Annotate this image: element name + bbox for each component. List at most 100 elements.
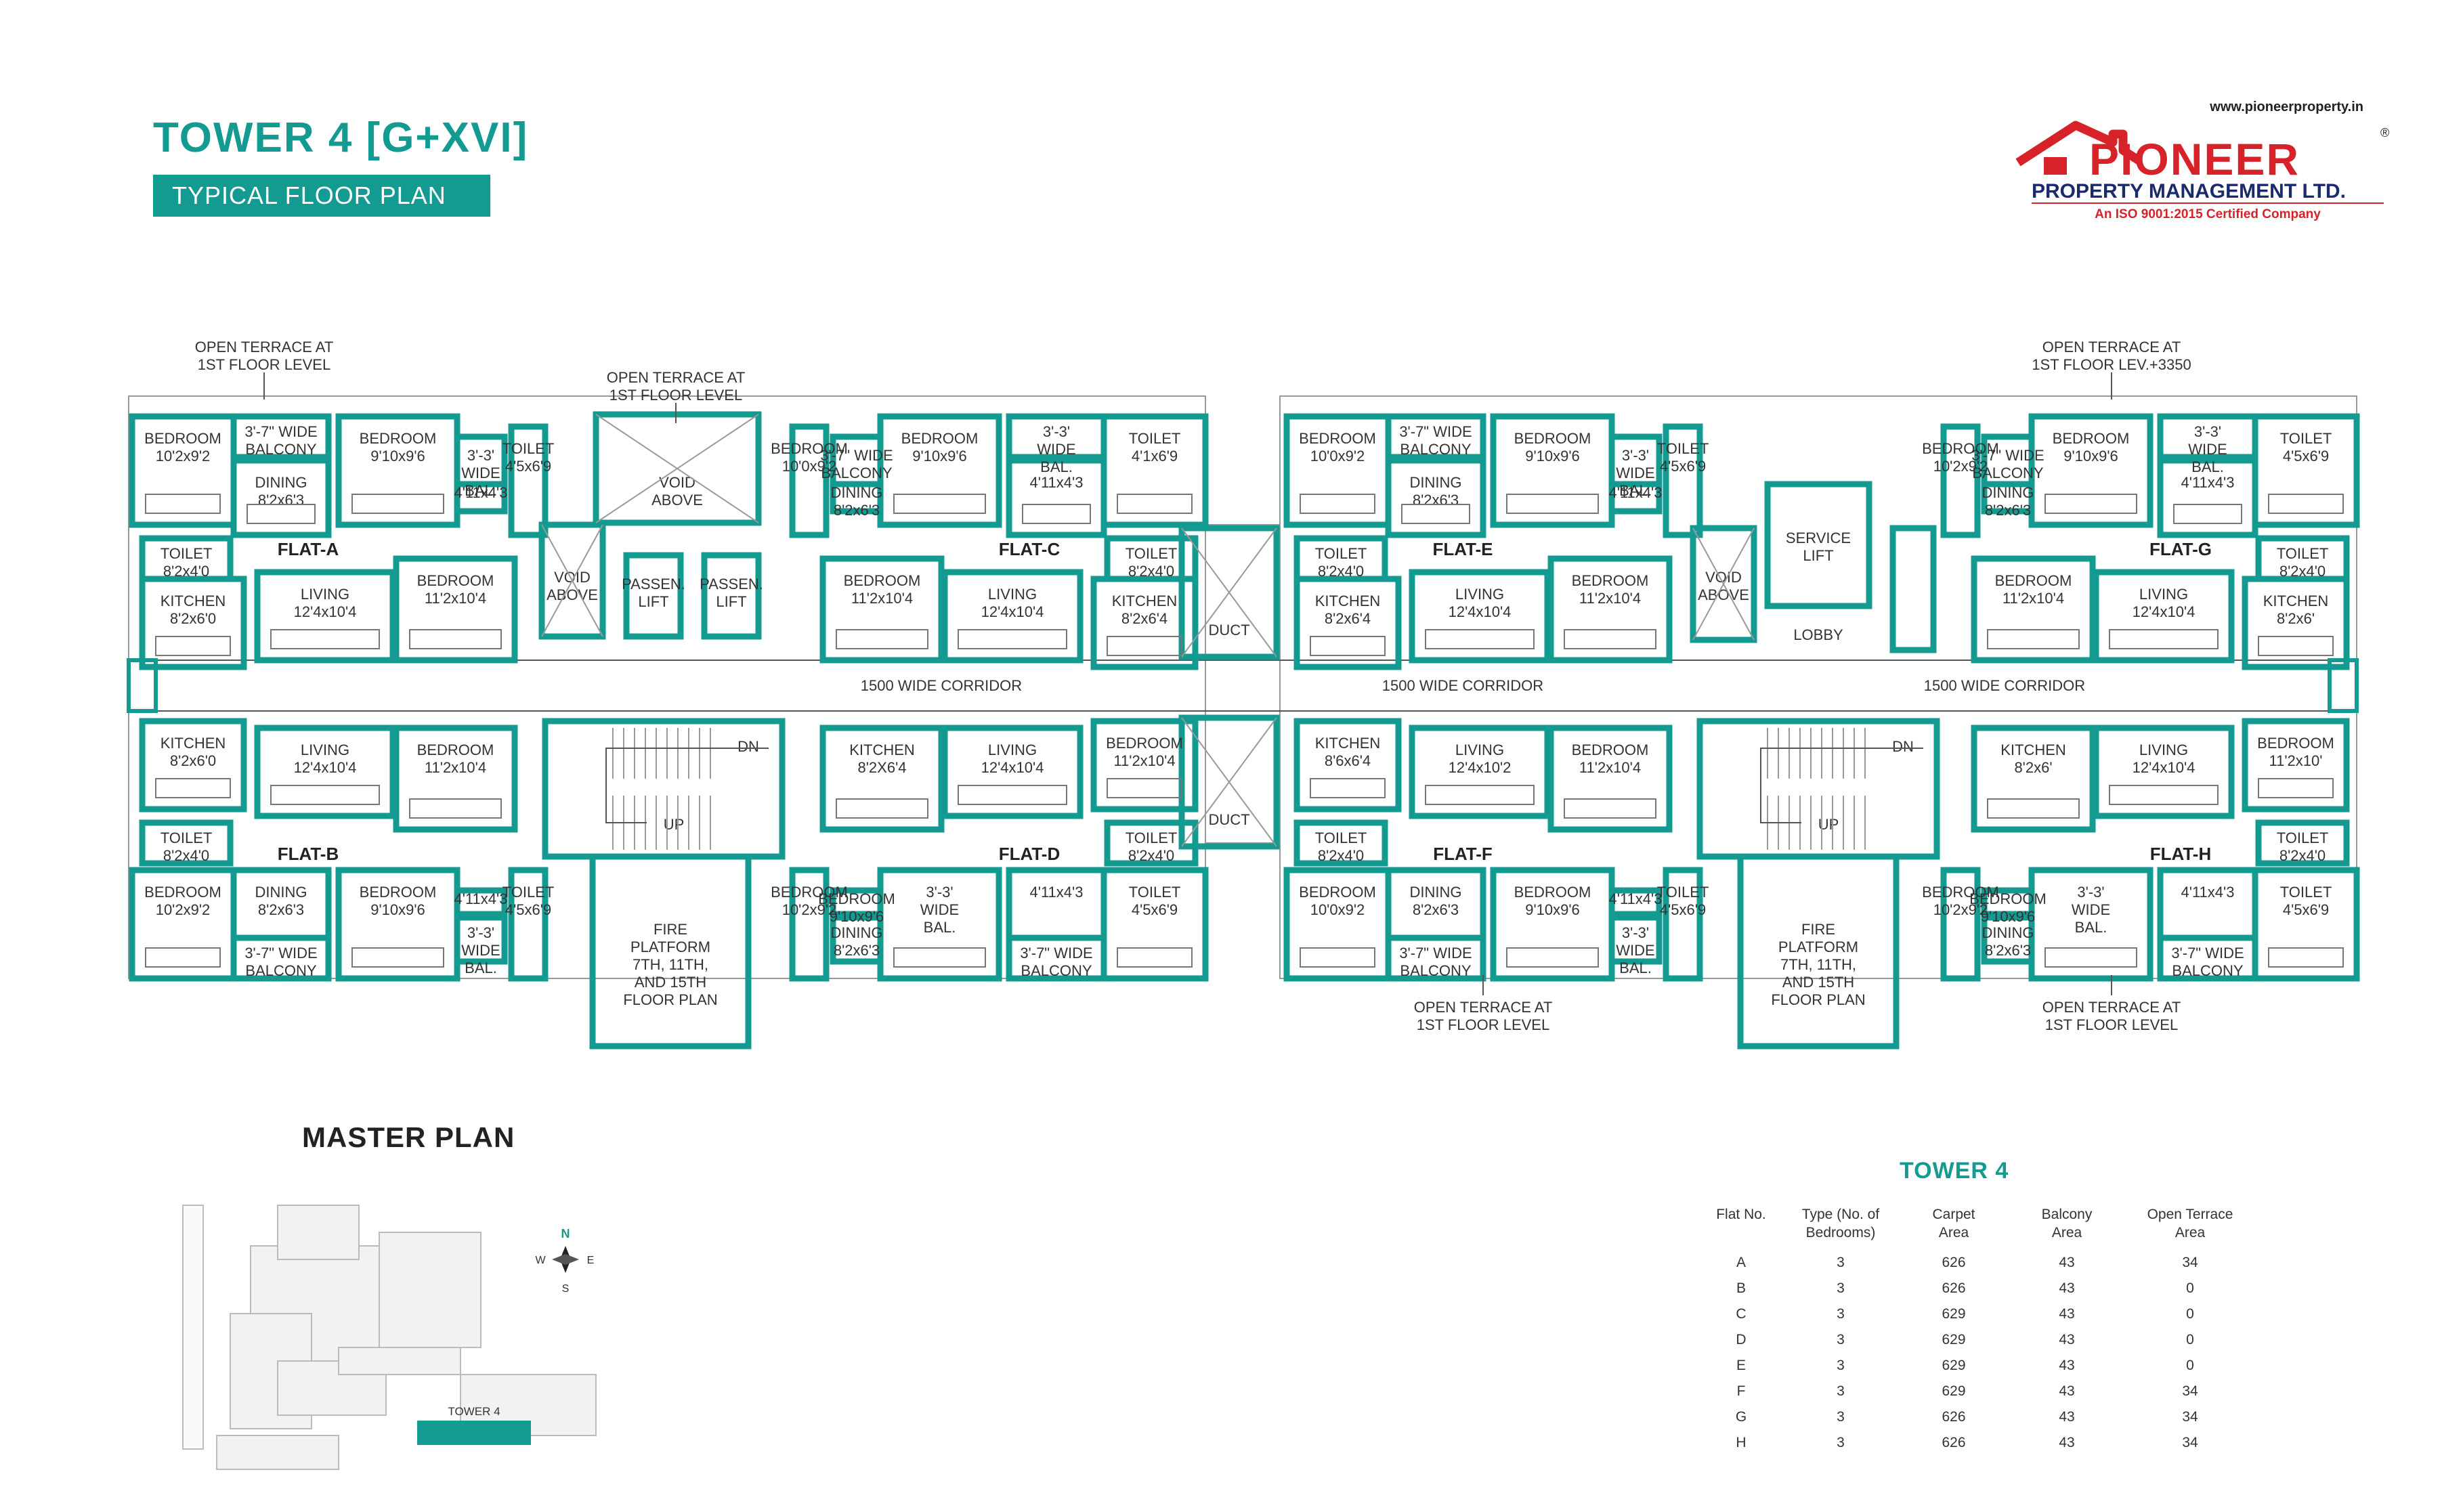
room-wall: [2242, 718, 2350, 813]
room-wall: [941, 725, 1084, 819]
page-subtitle: TYPICAL FLOOR PLAN: [153, 175, 490, 217]
room-wall: [1981, 887, 2035, 921]
void-wall: [1889, 525, 1937, 653]
furniture-icon: [1564, 629, 1656, 649]
furniture-icon: [958, 629, 1067, 649]
room-wall: [1104, 819, 1199, 867]
flat-name: FLAT-D: [999, 844, 1061, 864]
furniture-icon: [409, 798, 502, 819]
flat-name: FLAT-E: [1432, 539, 1493, 559]
room-wall: [1971, 725, 2096, 833]
stair-arrow-icon: [1760, 748, 1923, 823]
corridor-label: 1500 WIDE CORRIDOR: [861, 677, 1022, 694]
stair-dn-label: DN: [737, 738, 759, 755]
room-wall: [2157, 457, 2258, 538]
room-wall: [2157, 867, 2258, 941]
table-cell: 3: [1837, 1383, 1845, 1399]
room-wall: [1971, 555, 2096, 664]
table-cell: A: [1736, 1255, 1746, 1270]
furniture-icon: [1107, 778, 1182, 798]
table-cell: D: [1736, 1332, 1747, 1347]
room-wall: [139, 819, 234, 867]
tower-4-label: TOWER 4: [448, 1405, 500, 1418]
table-cell: G: [1735, 1409, 1747, 1425]
room-wall: [2242, 576, 2350, 670]
room-wall: [230, 457, 332, 538]
room-wall: [393, 555, 518, 664]
table-cell: 0: [2186, 1306, 2194, 1322]
fire-platform: [1737, 853, 1900, 1050]
table-cell: 3: [1837, 1358, 1845, 1373]
furniture-icon: [2109, 629, 2219, 649]
room-wall: [230, 934, 332, 982]
room-wall: [1385, 413, 1486, 460]
area-table-title: TOWER 4: [1900, 1158, 2009, 1184]
table-cell: E: [1736, 1358, 1746, 1373]
table-cell: 43: [2059, 1409, 2075, 1425]
room-wall: [1090, 576, 1199, 670]
flat-name: FLAT-H: [2150, 844, 2212, 864]
logo-certification: An ISO 9001:2015 Certified Company: [2095, 207, 2321, 221]
table-cell: 0: [2186, 1280, 2194, 1296]
table-cell: 34: [2182, 1383, 2198, 1399]
room-wall: [2157, 413, 2258, 460]
master-plan-title: MASTER PLAN: [302, 1121, 515, 1153]
compass-s: S: [562, 1283, 570, 1295]
logo-registered: ®: [2380, 126, 2389, 139]
room-wall: [1006, 457, 1107, 538]
void-wall: [1690, 525, 1757, 643]
furniture-icon: [1310, 636, 1386, 656]
passenger-lift: [701, 552, 762, 640]
table-cell: 43: [2059, 1358, 2075, 1373]
table-cell: 629: [1942, 1306, 1966, 1322]
furniture-icon: [836, 798, 928, 819]
furniture-icon: [893, 494, 986, 514]
table-cell: 43: [2059, 1383, 2075, 1399]
table-cell: 43: [2059, 1435, 2075, 1450]
passenger-lift-label: PASSEN.LIFT: [622, 576, 685, 610]
furniture-icon: [270, 629, 380, 649]
room-wall: [393, 725, 518, 833]
void-wall: [538, 521, 606, 640]
room-wall: [1006, 934, 1107, 982]
table-cell: 629: [1942, 1332, 1966, 1347]
room-wall: [2157, 934, 2258, 982]
room-wall: [1663, 423, 1703, 538]
tower-4-highlight: [417, 1421, 531, 1445]
furniture-icon: [1310, 778, 1386, 798]
room-label: 4'11x4'3: [1030, 474, 1084, 491]
